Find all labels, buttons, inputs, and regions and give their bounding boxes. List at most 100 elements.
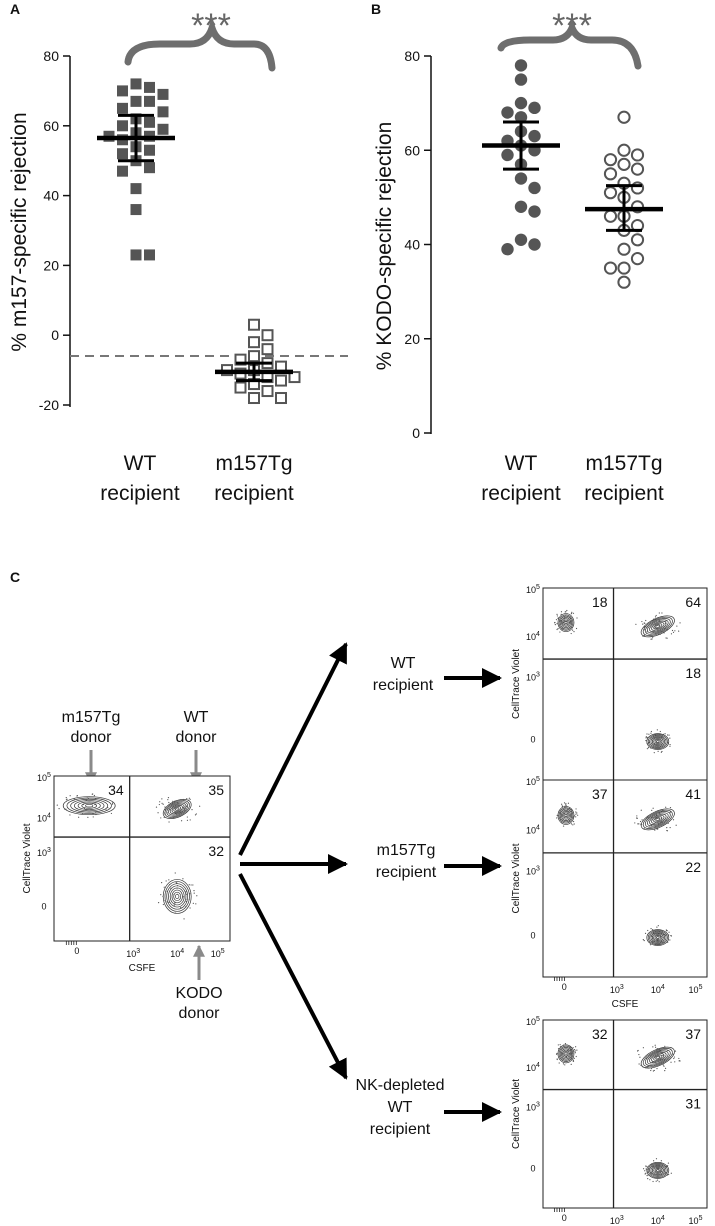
population-dot-nk [664,1045,666,1047]
population-dot-nk [672,1053,674,1055]
population-dot-wt [575,627,578,630]
panel-c-letter: C [10,569,20,585]
population-dot-wt [646,736,648,739]
data-point-b [528,181,541,195]
population-dot-m157tg [660,942,662,944]
population-dot-m157tg [670,811,672,813]
population-dot-input [193,892,195,894]
population-dot-m157tg [650,928,652,930]
population-dot-wt [654,733,656,735]
y-tick-label-wt: 105 [526,584,540,595]
population-dot-wt [576,617,578,619]
population-dot-input [195,903,197,905]
y-tick-label-wt: 103 [526,671,540,682]
population-dot-wt [555,619,558,621]
population-dot-input [176,887,178,889]
population-dot-nk [576,1049,578,1051]
population-dot-input [176,885,179,887]
quadrant-percent-bottom-right-input: 32 [208,843,224,859]
population-dot-input [95,802,97,804]
mean-error-bars-a [97,113,293,383]
population-dot-nk [670,1047,672,1049]
population-dot-m157tg [665,934,667,936]
population-dot-input [199,805,201,807]
x-tick-label-m157tg: 103 [610,984,624,995]
population-dot-wt [643,635,646,637]
population-dot-input [182,896,184,898]
population-contour-top-left-wt [558,614,574,631]
y-tick-label-b: 80 [404,48,420,64]
data-points-b [501,59,645,289]
y-tick-label-input: 104 [37,812,51,823]
population-dot-m157tg [646,816,648,818]
y-tick-label-a: 80 [43,48,59,64]
population-dot-input [189,798,191,800]
x-category-m157tg-line2-a: recipient [214,482,294,505]
data-point-b [514,233,528,246]
population-dot-wt [663,632,665,634]
y-tick-label-input: 0 [41,901,46,911]
population-dot-m157tg [569,820,571,822]
population-dot-wt [658,740,660,742]
population-dot-input [196,895,198,897]
population-contour-top-right-m157tg [653,816,663,823]
population-dot-input [81,813,84,815]
population-dot-input [168,901,170,903]
population-dot-m157tg [636,815,638,817]
population-dot-input [101,798,103,800]
population-dot-input [162,903,164,906]
population-dot-wt [678,630,680,632]
population-contour-top-right-nk [655,1055,661,1060]
population-dot-nk [650,1062,652,1064]
population-dot-input [159,801,161,803]
population-dot-input [78,816,80,818]
quadrant-percent-bottom-right-wt: 18 [685,665,701,681]
population-dot-input [92,802,94,805]
population-dot-input [175,881,177,883]
population-dot-nk [645,1168,647,1170]
data-point-a [144,81,155,93]
population-dot-m157tg [638,823,640,825]
population-dot-wt [571,626,573,628]
population-dot-nk [570,1050,573,1052]
data-point-a [117,102,128,114]
data-point-b [617,110,631,124]
population-dot-input [160,817,162,819]
population-dot-m157tg [651,940,654,942]
population-dot-m157tg [656,939,659,941]
y-tick-label-m157tg-exp: 4 [536,824,540,831]
data-point-b [617,242,631,256]
population-dot-wt [556,613,558,616]
significance-bracket-a [124,16,276,72]
y-tick-label-b: 40 [404,237,420,253]
donor-label-wt-line2: donor [176,729,218,746]
population-dot-wt [664,733,666,735]
population-dot-m157tg [660,817,663,819]
population-dot-wt [560,620,562,622]
data-point-b [630,148,645,162]
data-point-a [288,371,301,384]
population-dot-input [161,802,163,804]
population-dot-nk [565,1056,568,1058]
population-dot-nk [650,1171,652,1173]
donor-label-m157tg-line1: m157Tg [62,709,121,726]
donor-label-kodo-line2: donor [179,1005,221,1022]
population-contour-top-left-wt [559,615,573,630]
population-dot-wt [563,617,566,619]
population-dot-wt [651,638,653,640]
population-contour-bottom-right-wt [656,740,660,743]
data-point-a [157,106,169,118]
population-dot-nk [571,1052,574,1054]
population-contour-top-right-m157tg [640,808,675,831]
y-tick-label-m157tg-exp: 3 [536,866,540,873]
population-contour-bottom-right-input [173,891,182,902]
recipient-label-m157tg-line1: m157Tg [377,842,436,859]
population-dot-wt [676,625,678,627]
population-dot-m157tg [649,941,651,943]
population-dot-wt [664,622,667,624]
population-dot-wt [645,739,647,742]
population-dot-wt [666,628,668,630]
data-point-b [617,261,631,275]
population-dot-input [186,893,188,895]
